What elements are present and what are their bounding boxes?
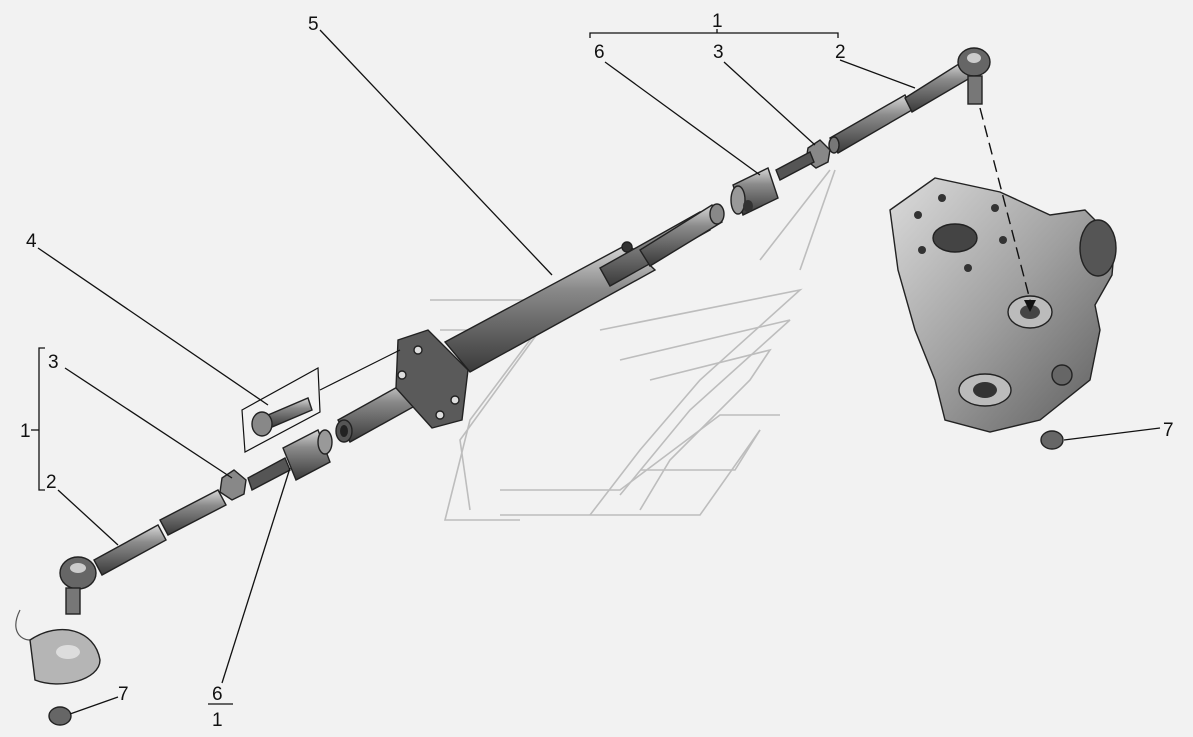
- label-top-tie-rod: 2: [835, 42, 846, 63]
- leader-lines: [31, 29, 1161, 715]
- label-left-locknut: 3: [48, 352, 59, 373]
- left-tie-rod-assembly: [59, 429, 333, 615]
- nut-right: [1040, 430, 1064, 450]
- label-top-locknut: 3: [713, 42, 724, 63]
- label-left-tie-rod: 2: [46, 472, 57, 493]
- callout-labels: 1 6 3 2 5 4 3 1 2 7 7 6 1: [20, 11, 1174, 731]
- label-right-nut: 7: [1163, 420, 1174, 441]
- bolt-assembly: [241, 349, 401, 453]
- steering-knuckle: [889, 177, 1117, 433]
- nut-bottom-left: [48, 706, 72, 726]
- top-tie-rod-assembly: [730, 47, 991, 216]
- assembly-axis: [979, 107, 1031, 301]
- label-left-group: 1: [20, 421, 31, 442]
- label-top-nut: 6: [594, 42, 605, 63]
- label-bottom-nut6: 6: [212, 684, 223, 705]
- label-bolt: 4: [26, 231, 37, 252]
- bottom-left-fragment: [15, 609, 101, 726]
- label-bottom-group: 1: [212, 710, 223, 731]
- label-cylinder: 5: [308, 14, 319, 35]
- label-bottom-nut: 7: [118, 684, 129, 705]
- label-top-group: 1: [712, 11, 723, 32]
- power-cylinder: [335, 203, 725, 443]
